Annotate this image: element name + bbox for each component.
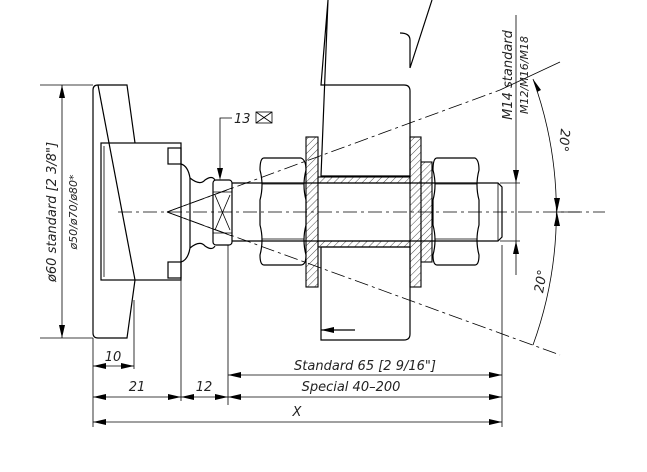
diameter-standard-label: ø60 standard [2 3/8"] bbox=[45, 142, 60, 283]
angle-lower-label: 20° bbox=[532, 269, 551, 294]
washer-left bbox=[305, 136, 319, 288]
sleeve-top bbox=[317, 176, 411, 184]
thread-options-label: M12/M16/M18 bbox=[518, 36, 531, 114]
sleeve-bottom bbox=[317, 240, 411, 248]
square-wrench-icon bbox=[255, 111, 273, 124]
angle-dimension: 20° 20° bbox=[499, 61, 580, 346]
washer-right bbox=[409, 136, 422, 288]
dim-12-label: 12 bbox=[196, 380, 213, 395]
diameter-dimension: ø60 standard [2 3/8"] ø50/ø70/ø80* bbox=[40, 84, 93, 339]
thread-dimension: M14 standard M12/M16/M18 bbox=[500, 15, 531, 275]
thread-standard-label: M14 standard bbox=[501, 29, 516, 120]
length-dimensions: 10 Standard 65 [2 9/16"] 21 12 Special 4… bbox=[92, 245, 503, 427]
flange bbox=[92, 84, 136, 339]
wrench-size-callout: 13 bbox=[217, 111, 273, 180]
nut-left bbox=[259, 157, 307, 266]
hex-nut-13 bbox=[212, 179, 233, 246]
wrench-size-label: 13 bbox=[234, 112, 251, 127]
angle-upper-label: 20° bbox=[555, 128, 572, 152]
dim-21-label: 21 bbox=[129, 380, 146, 395]
dim-standard-label: Standard 65 [2 9/16"] bbox=[294, 359, 436, 374]
nut-right bbox=[432, 157, 480, 266]
diameter-options-label: ø50/ø70/ø80* bbox=[67, 174, 80, 251]
bracket-plate bbox=[320, 0, 433, 341]
dim-special-label: Special 40–200 bbox=[302, 380, 401, 395]
cone-inner-lower bbox=[166, 211, 233, 237]
spring-washer bbox=[420, 161, 433, 263]
dim-x-label: X bbox=[292, 405, 303, 420]
dim-10-label: 10 bbox=[105, 350, 122, 365]
housing bbox=[100, 142, 216, 281]
bolt-shaft bbox=[232, 182, 503, 242]
